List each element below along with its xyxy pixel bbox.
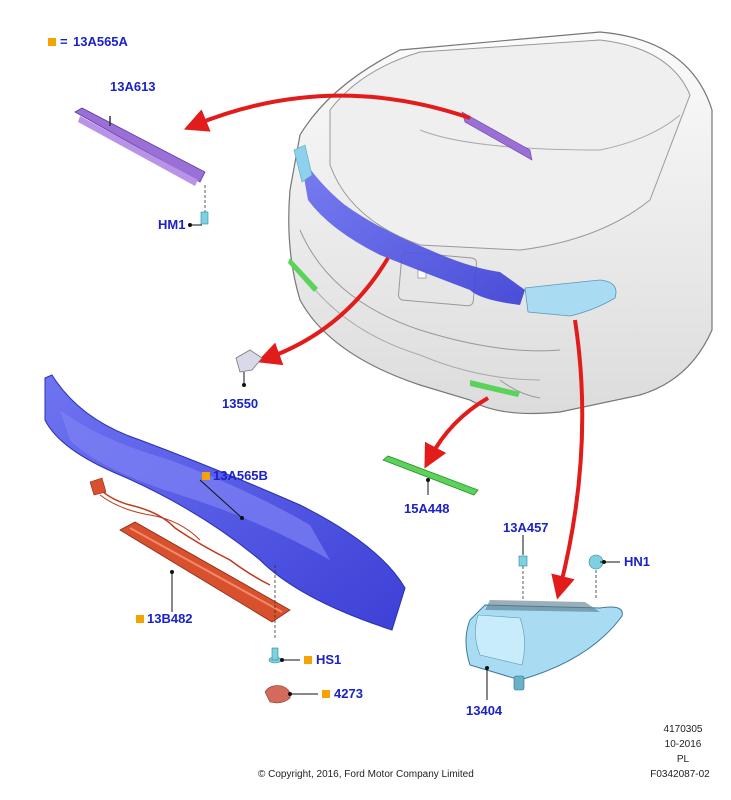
callout-arrows [183,93,585,600]
nut-part-hn1 [588,554,620,600]
label-13A613: 13A613 [110,79,156,94]
screw-part-hs1 [268,565,300,664]
label-13A565B: 13A565B [213,468,268,483]
label-4273: 4273 [334,686,363,701]
doc-number: 4170305 [663,724,703,735]
figure-id: F0342087-02 [650,769,710,780]
doc-date: 10-2016 [664,739,702,750]
legend-code: 13A565A [73,34,128,49]
bulb-socket-part [518,535,528,600]
reflector-part [382,455,479,496]
lamp-wiring-part [89,477,291,623]
label-13A457: 13A457 [503,520,549,535]
marker-13A565B [202,472,210,480]
label-13550: 13550 [222,396,259,411]
label-hn1: HN1 [624,554,651,569]
marker-13B482 [136,615,144,623]
doc-region: PL [676,754,690,765]
legend-square-marker [48,38,56,46]
marker-4273 [322,690,330,698]
nut-part-4273 [264,685,318,704]
high-mount-stop-lamp-part [74,107,209,227]
tail-lamp-part [465,600,623,700]
legend-equals: = [60,34,68,49]
clip-part [235,349,263,387]
arrow-to-13404 [551,319,585,600]
label-13B482: 13B482 [147,611,193,626]
arrow-to-13550 [256,256,390,366]
label-13404: 13404 [466,703,503,718]
arrow-to-15A448 [424,396,490,469]
label-15A448: 15A448 [404,501,450,516]
vehicle-rear-view [288,31,713,415]
rear-lamp-bar-part [44,374,406,631]
label-hm1: HM1 [158,217,186,232]
label-hs1: HS1 [316,652,342,667]
marker-hs1 [304,656,312,664]
arrow-to-13A613 [183,93,471,132]
copyright-text: © Copyright, 2016, Ford Motor Company Li… [258,769,474,780]
